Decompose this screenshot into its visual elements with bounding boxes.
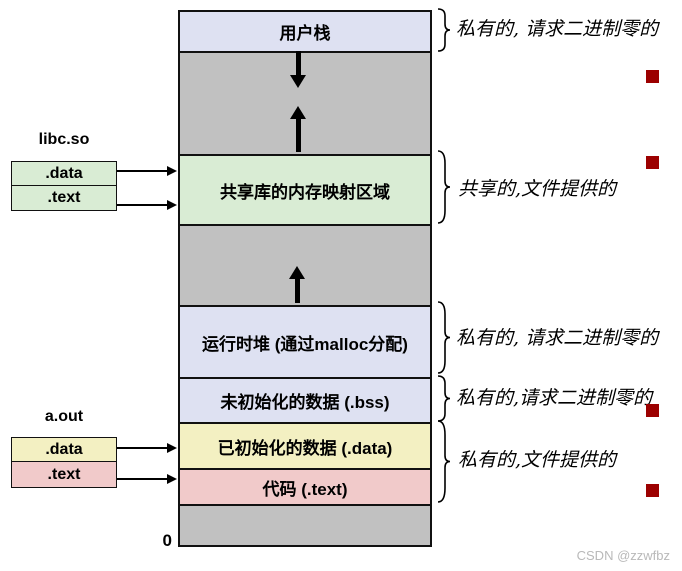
region-data: 已初始化的数据 (.data): [180, 422, 430, 468]
bullet-square-icon: [646, 70, 659, 83]
bullet-square-icon: [646, 404, 659, 417]
annotation-heap: 私有的, 请求二进制零的: [456, 327, 659, 349]
arrow-shaft: [117, 204, 167, 206]
brace-datatext-icon: [437, 420, 451, 503]
aout-data-label: .data: [45, 441, 83, 458]
brace-mmap-icon: [437, 150, 451, 224]
region-user-stack-label: 用户栈: [279, 24, 331, 43]
stack-grow-down-arrow: [290, 51, 306, 88]
bullet-square-icon: [646, 156, 659, 169]
libc-data-label: .data: [45, 165, 83, 182]
arrow-right-head-icon: [167, 474, 177, 484]
arrow-up-head-icon: [290, 106, 306, 119]
watermark: CSDN @zzwfbz: [576, 548, 670, 563]
libc-data-box: .data: [11, 161, 117, 187]
arrow-right-head-icon: [167, 166, 177, 176]
libc-so-title: libc.so: [38, 131, 90, 148]
arrow-down-head-icon: [290, 75, 306, 88]
region-user-stack: 用户栈: [180, 12, 430, 51]
aout-data-arrow: [117, 443, 177, 453]
arrow-shaft: [117, 478, 167, 480]
libc-text-label: .text: [47, 189, 81, 206]
annotation-mmap: 共享的,文件提供的: [458, 178, 617, 200]
brace-bss-icon: [437, 375, 451, 422]
arrow-shaft: [117, 447, 167, 449]
arrow-shaft: [295, 119, 301, 152]
region-text: 代码 (.text): [180, 468, 430, 504]
bullet-square-icon: [646, 484, 659, 497]
brace-heap-icon: [437, 301, 451, 374]
libc-data-arrow: [117, 166, 177, 176]
aout-text-box: .text: [11, 461, 117, 488]
region-unallocated-top: [180, 51, 430, 154]
heap-grow-up-arrow: [289, 266, 305, 303]
region-unallocated-middle: [180, 224, 430, 305]
aout-data-box: .data: [11, 437, 117, 463]
annotation-datatext: 私有的,文件提供的: [458, 449, 617, 471]
annotation-bss: 私有的,请求二进制零的: [456, 387, 653, 409]
region-shared-mmap-label: 共享库的内存映射区域: [220, 182, 390, 202]
arrow-shaft: [117, 170, 167, 172]
region-text-label: 代码 (.text): [262, 479, 348, 499]
arrow-right-head-icon: [167, 443, 177, 453]
arrow-shaft: [295, 51, 301, 75]
region-unallocated-bottom: [180, 504, 430, 545]
aout-text-arrow: [117, 474, 177, 484]
region-bss: 未初始化的数据 (.bss): [180, 377, 430, 422]
aout-title: a.out: [44, 408, 84, 425]
aout-text-label: .text: [47, 465, 81, 483]
arrow-shaft: [294, 279, 300, 303]
libc-text-arrow: [117, 200, 177, 210]
libc-text-box: .text: [11, 185, 117, 211]
arrow-up-head-icon: [289, 266, 305, 279]
address-space-column: 用户栈 共享库的内存映射区域 运行时堆 (通过malloc分配) 未初始化的数据…: [178, 10, 432, 547]
region-bss-label: 未初始化的数据 (.bss): [220, 393, 390, 412]
arrow-right-head-icon: [167, 200, 177, 210]
brace-stack-icon: [437, 8, 451, 52]
region-runtime-heap: 运行时堆 (通过malloc分配): [180, 305, 430, 377]
mmap-grow-up-arrow: [290, 106, 306, 152]
annotation-stack: 私有的, 请求二进制零的: [456, 18, 659, 40]
address-origin-label: 0: [162, 531, 172, 550]
region-data-label: 已初始化的数据 (.data): [217, 438, 393, 458]
region-shared-mmap: 共享库的内存映射区域: [180, 154, 430, 224]
region-runtime-heap-label: 运行时堆 (通过malloc分配): [202, 334, 408, 354]
